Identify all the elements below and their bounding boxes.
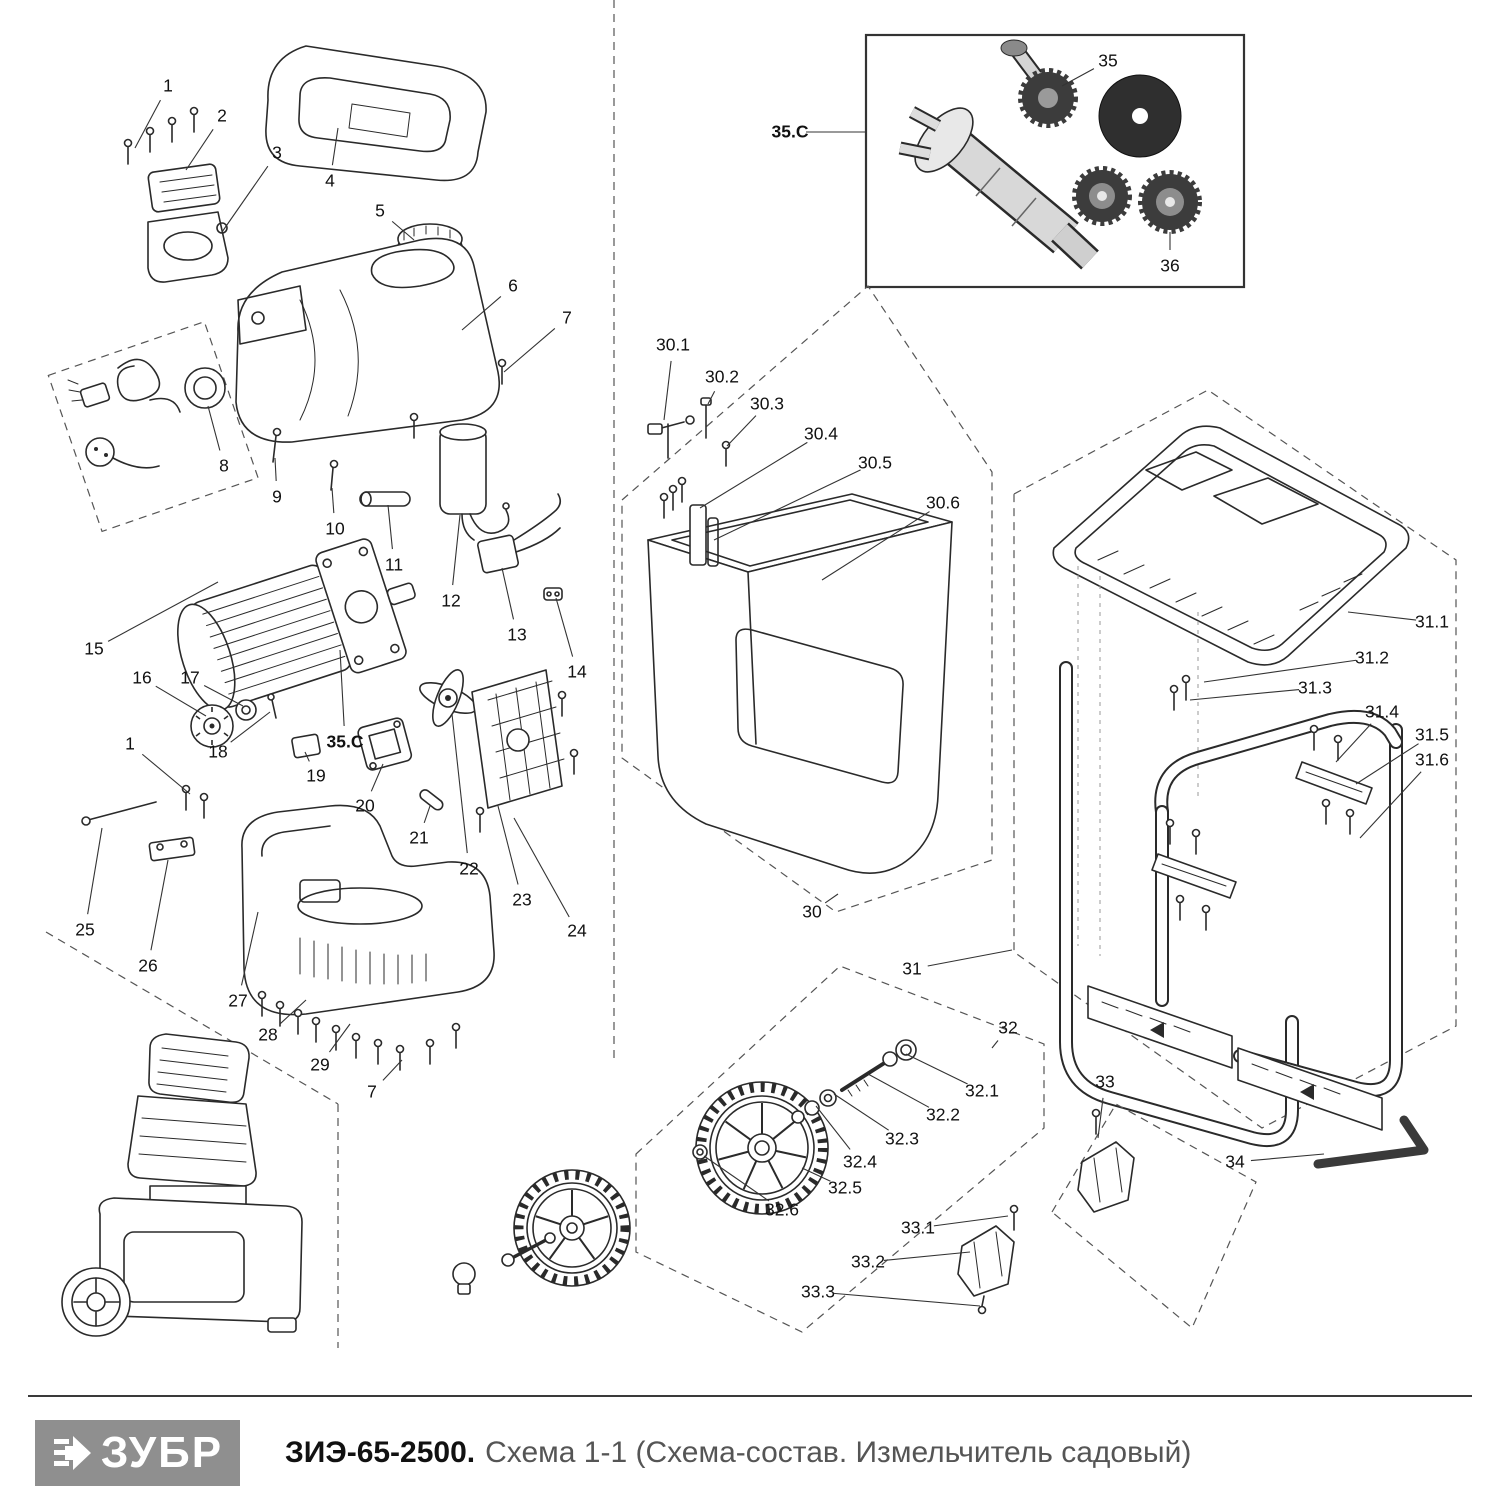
- hex-key-part: [1313, 1115, 1429, 1169]
- friction-disc-part: [1098, 74, 1182, 158]
- assembled-unit-boundary: [45, 931, 339, 1348]
- bracket-part: [357, 717, 413, 771]
- drive-gear-part: [1138, 170, 1202, 234]
- gear-assembly-inset: [864, 33, 1246, 289]
- lower-housing-part: [241, 804, 495, 1016]
- drive-gear-part: [1072, 166, 1132, 226]
- latch-pin-part: [700, 397, 731, 467]
- feet-boundary: [1051, 1103, 1257, 1329]
- scheme-subtitle: Схема 1-1 (Схема-состав. Измельчитель са…: [485, 1436, 1192, 1469]
- frame-stand-part: [1059, 661, 1403, 1148]
- frame-boundary: [1013, 389, 1457, 1129]
- pin-part: [267, 693, 277, 719]
- foot-part: [1077, 1108, 1135, 1213]
- impeller-part: [419, 669, 477, 727]
- axle-hardware: [791, 1039, 917, 1124]
- plate-part: [148, 836, 196, 862]
- brand-name: ЗУБР: [100, 1428, 224, 1477]
- connector-part: [477, 493, 562, 574]
- screw-set-top: [123, 106, 199, 165]
- funnel-housing-part: [235, 237, 507, 443]
- hopper-top-cover-part: [265, 45, 487, 182]
- footer-divider: [28, 1395, 1472, 1397]
- fan-part: [190, 704, 234, 748]
- washer-part: [235, 699, 257, 721]
- pinion-gear-part: [1000, 39, 1078, 128]
- grille-plate-part: [471, 669, 579, 833]
- clip-part: [543, 587, 563, 601]
- pin-part: [272, 427, 339, 491]
- sleeve-part: [359, 491, 411, 507]
- latch-lever-part: [647, 415, 695, 459]
- spacer-block-part: [291, 733, 321, 759]
- wheel-group-boundary: [635, 965, 1045, 1333]
- assembled-shredder: [61, 1033, 303, 1337]
- frame-top-cover-part: [1052, 425, 1410, 666]
- pin-part: [419, 789, 444, 811]
- assembly-guide-lines: [1077, 566, 1199, 956]
- zubr-arrow-icon: [53, 1436, 91, 1470]
- switch-part: [147, 163, 221, 213]
- wheel-part-small: [452, 1144, 708, 1295]
- collection-box-boundary: [621, 285, 993, 913]
- capacitor-part: [439, 423, 510, 541]
- screw-set-side: [181, 784, 209, 819]
- power-cord-group: [47, 320, 259, 533]
- diagram-title: ЗИЭ-65-2500. Схема 1-1 (Схема-состав. Изм…: [285, 1436, 1191, 1470]
- gear-shaft-part: [898, 106, 1099, 270]
- model-number: ЗИЭ-65-2500.: [285, 1436, 476, 1469]
- rod-part: [81, 801, 157, 826]
- motor-part: [177, 538, 416, 711]
- switch-housing-part: [147, 211, 229, 283]
- footer: ЗУБР ЗИЭ-65-2500. Схема 1-1 (Схема-состав…: [35, 1420, 1191, 1486]
- latch-strip-part: [659, 476, 719, 567]
- foot-part: [957, 1204, 1019, 1315]
- zubr-logo: ЗУБР: [35, 1420, 240, 1486]
